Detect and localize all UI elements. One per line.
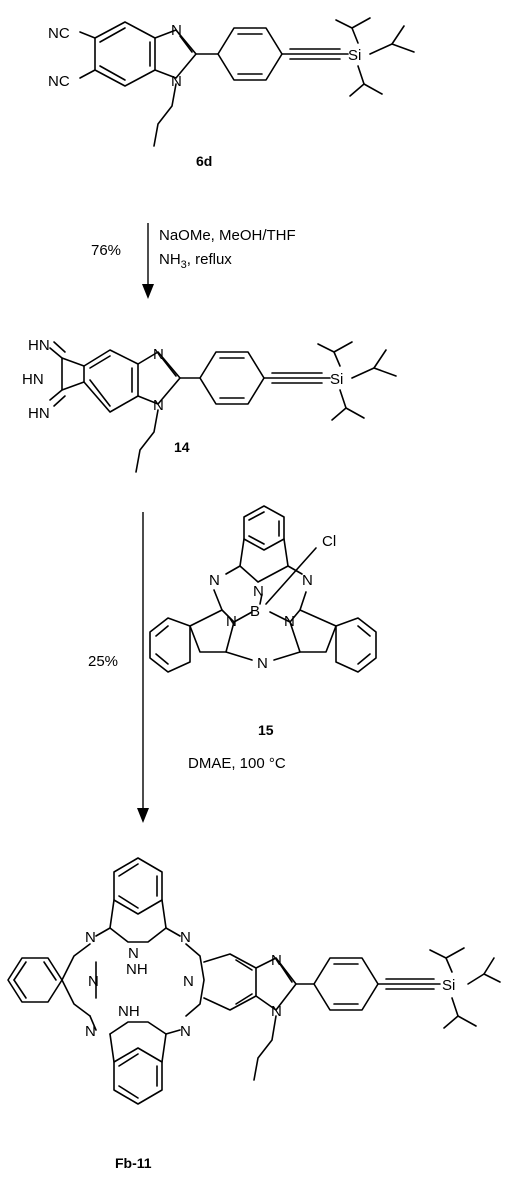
phenyl-ring bbox=[199, 351, 265, 405]
benzene-ring bbox=[7, 957, 63, 1003]
benzene-ring bbox=[149, 617, 191, 673]
benzene-ring bbox=[83, 349, 139, 413]
yield-step2: 25% bbox=[88, 653, 118, 670]
atom-label-hn-ring: HN bbox=[22, 371, 44, 388]
atom-label-hn-top: HN bbox=[28, 337, 50, 354]
compound-label-14: 14 bbox=[174, 439, 190, 455]
atom-label-nh: NH bbox=[126, 961, 148, 978]
benzene-ring bbox=[113, 1047, 163, 1105]
atom-label-n: N bbox=[180, 1023, 191, 1040]
atom-label-b: B bbox=[250, 603, 260, 620]
yield-step1: 76% bbox=[91, 242, 121, 259]
atom-label-n: N bbox=[302, 572, 313, 589]
compound-fb11-structure bbox=[7, 857, 501, 1105]
atom-label-nh: NH bbox=[118, 1003, 140, 1020]
atom-label-si: Si bbox=[348, 47, 361, 64]
atom-label-n: N bbox=[284, 613, 295, 630]
atom-label-n: N bbox=[271, 1003, 282, 1020]
compound-label-15: 15 bbox=[258, 722, 274, 738]
reagent-step1-line2: NH3, reflux bbox=[159, 251, 232, 271]
atom-label-n: N bbox=[226, 613, 237, 630]
conditions-step2: DMAE, 100 °C bbox=[188, 755, 286, 772]
atom-label-n: N bbox=[209, 572, 220, 589]
compound-label-6d: 6d bbox=[196, 153, 212, 169]
reagent-subscript: 3 bbox=[181, 259, 187, 271]
atom-label-n: N bbox=[180, 929, 191, 946]
reaction-arrow-2 bbox=[137, 512, 149, 823]
atom-label-n: N bbox=[271, 952, 282, 969]
atom-label-n: N bbox=[171, 22, 182, 39]
atom-label-n: N bbox=[85, 929, 96, 946]
atom-label-n: N bbox=[153, 346, 164, 363]
atom-label-n: N bbox=[128, 945, 139, 962]
compound-6d-structure bbox=[79, 17, 415, 147]
atom-label-nc-top: NC bbox=[48, 25, 70, 42]
atom-label-cl: Cl bbox=[322, 533, 336, 550]
atom-label-si: Si bbox=[442, 977, 455, 994]
atom-label-n: N bbox=[85, 1023, 96, 1040]
atom-label-n: N bbox=[88, 973, 99, 990]
phenyl-ring bbox=[313, 957, 379, 1011]
atom-label-n: N bbox=[171, 73, 182, 90]
phenyl-ring bbox=[217, 27, 283, 81]
atom-label-n: N bbox=[183, 973, 194, 990]
atom-label-n: N bbox=[153, 397, 164, 414]
benzene-ring bbox=[113, 857, 163, 915]
benzene-ring bbox=[94, 21, 156, 87]
compound-label-fb11: Fb-11 bbox=[115, 1155, 152, 1171]
reagent-step1-line1: NaOMe, MeOH/THF bbox=[159, 227, 296, 244]
atom-label-si: Si bbox=[330, 371, 343, 388]
reaction-arrow-1 bbox=[142, 223, 154, 299]
atom-label-n: N bbox=[257, 655, 268, 672]
compound-14-structure bbox=[49, 341, 397, 473]
atom-label-n: N bbox=[253, 583, 264, 600]
reagent-rest: , reflux bbox=[187, 251, 233, 268]
reagent-nh: NH bbox=[159, 251, 181, 268]
atom-label-hn-bottom: HN bbox=[28, 405, 50, 422]
benzene-ring bbox=[335, 617, 377, 673]
compound-15-structure bbox=[149, 505, 377, 673]
atom-label-nc-bottom: NC bbox=[48, 73, 70, 90]
